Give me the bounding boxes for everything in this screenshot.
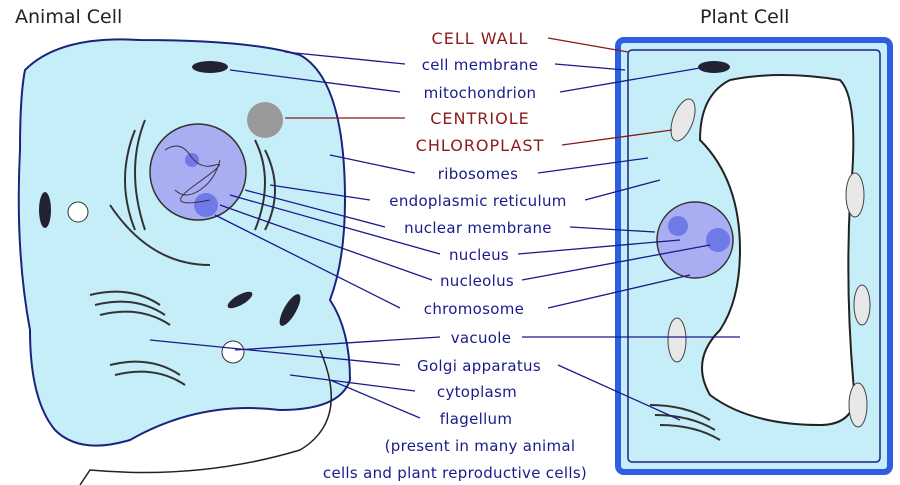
label-nucleus: nucleus [449, 246, 509, 264]
plant-cell-title: Plant Cell [700, 6, 789, 28]
animal-cell-title: Animal Cell [15, 6, 122, 28]
label-cell-membrane: cell membrane [422, 56, 539, 74]
flagellum-note-line-2: cells and plant reproductive cells) [323, 464, 587, 482]
label-centriole: CENTRIOLE [430, 109, 529, 128]
animal-cell [17, 38, 352, 485]
label-golgi-apparatus: Golgi apparatus [417, 357, 541, 375]
animal-nucleus [149, 123, 247, 221]
plant-cell-membrane [627, 49, 881, 463]
animal-vacuole-2 [221, 340, 245, 364]
leader-lines [149, 37, 740, 421]
flagellum [79, 349, 332, 485]
plant-chloroplast-5 [853, 284, 871, 326]
plant-chloroplast-2 [845, 172, 865, 218]
label-cell-wall: CELL WALL [432, 29, 529, 48]
animal-mitochondrion-3 [279, 294, 301, 326]
animal-golgi [89, 290, 186, 386]
label-chloroplast: CHLOROPLAST [416, 136, 545, 155]
flagellum-note-line-1: (present in many animal [385, 437, 576, 455]
label-vacuole: vacuole [451, 329, 512, 347]
centriole-area [247, 102, 283, 138]
animal-mitochondrion-4 [227, 291, 253, 309]
label-mitochondrion: mitochondrion [424, 84, 537, 102]
animal-vacuole [67, 201, 89, 223]
animal-mitochondrion-2 [39, 192, 51, 228]
plant-chloroplast-4 [848, 382, 868, 428]
animal-mitochondrion [192, 61, 228, 73]
animal-nucleolus-2 [185, 153, 199, 167]
animal-chromatin [164, 145, 221, 204]
plant-chloroplast [670, 98, 696, 142]
animal-er [109, 119, 276, 266]
plant-cell [615, 37, 893, 475]
plant-golgi [649, 404, 721, 441]
plant-nucleolus [706, 228, 730, 252]
label-ribosomes: ribosomes [438, 165, 518, 183]
label-nucleolus: nucleolus [440, 272, 514, 290]
label-nuclear-membrane: nuclear membrane [404, 219, 552, 237]
label-endoplasmic-reticulum: endoplasmic reticulum [389, 192, 566, 210]
label-chromosome: chromosome [424, 300, 524, 318]
label-cytoplasm: cytoplasm [437, 383, 517, 401]
plant-mitochondrion [698, 61, 730, 73]
animal-nucleolus [194, 193, 218, 217]
plant-nucleolus-2 [668, 216, 688, 236]
plant-chloroplast-3 [667, 317, 687, 363]
animal-cell-membrane [17, 38, 352, 447]
label-flagellum: flagellum [440, 410, 513, 428]
